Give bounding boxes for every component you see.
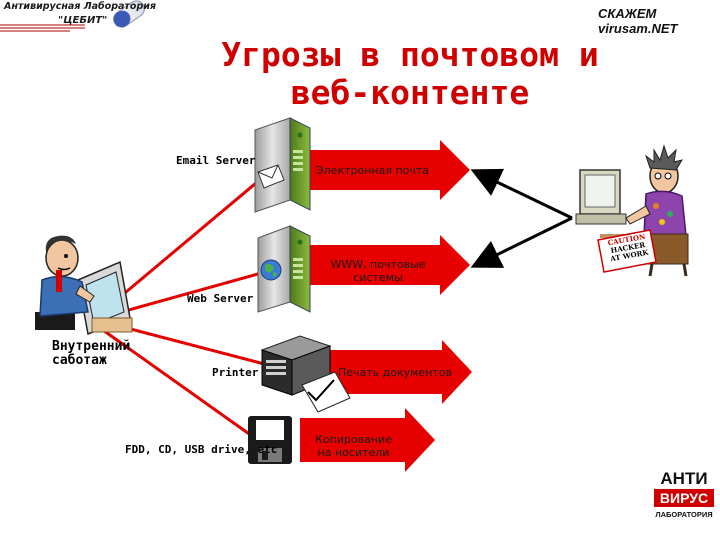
antivirus-logo-bottom: ЛАБОРАТОРИЯ: [655, 510, 713, 519]
copy-arrow-text-line1: Копирование: [315, 433, 392, 446]
hacker-figure: [575, 144, 689, 277]
line-to-removable: [99, 326, 253, 438]
line-hacker-to-email: [470, 168, 573, 220]
globe-icon: [260, 259, 282, 281]
page-title: Угрозы в почтовом и веб-контенте: [150, 36, 670, 112]
title-line2: веб-контенте: [290, 73, 530, 112]
title-line1: Угрозы в почтовом и: [221, 35, 599, 74]
hacker-shirt: [643, 190, 687, 237]
email-arrow-text: Электронная почта: [315, 164, 430, 177]
paper-sheet: [301, 371, 351, 413]
printer-icon: [260, 335, 351, 413]
email-server-label: Email Server: [176, 154, 256, 167]
brand-text: СКАЖЕМ virusam.NET: [598, 6, 678, 36]
antivirus-logo-middle: ВИРУС: [654, 489, 714, 507]
red-arrow-print: [320, 340, 472, 404]
insider-label: Внутренний саботаж: [52, 340, 130, 368]
lab-logo: Антивирусная Лаборатория "ЦЕБИТ": [0, 0, 156, 38]
www-arrow-text-line2: системы: [353, 271, 403, 284]
insider-label-line2: саботаж: [52, 353, 107, 368]
red-arrow-www: [305, 235, 470, 295]
hacker-connections: [470, 168, 573, 268]
insider-shirt: [39, 275, 89, 317]
email-server-icon: [254, 117, 311, 213]
print-arrow-text: Печать документов: [337, 366, 453, 379]
line-hacker-to-www: [470, 216, 573, 268]
caution-sign: [597, 229, 657, 273]
www-arrow-text: WWW, почтовые системы: [318, 258, 438, 284]
envelope-icon: [257, 164, 285, 189]
printer-label: Printer: [212, 366, 259, 379]
copy-arrow-text-line2: на носители: [317, 446, 390, 459]
insider-label-line1: Внутренний: [52, 339, 131, 354]
antivirus-logo: АНТИ ВИРУС ЛАБОРАТОРИЯ: [648, 470, 720, 526]
floppy-disk-icon: [248, 416, 292, 464]
www-arrow-text-line1: WWW, почтовые: [330, 258, 426, 271]
removable-media-label: FDD, CD, USB drive, etc: [125, 443, 278, 456]
lab-logo-graphic: [0, 0, 150, 36]
capsule-icon: [113, 0, 145, 28]
red-arrow-email: [298, 140, 470, 200]
antivirus-logo-top: АНТИ: [660, 469, 708, 488]
insider-figure: [35, 235, 133, 336]
red-arrow-copy: [300, 408, 435, 472]
insider-tie: [56, 270, 62, 292]
web-server-icon: [257, 225, 311, 313]
lab-name-line2: "ЦЕБИТ": [58, 15, 108, 26]
lab-name-line1: Антивирусная Лаборатория: [4, 1, 157, 12]
copy-arrow-text: Копирование на носители: [306, 433, 401, 459]
web-server-label: Web Server: [187, 292, 254, 305]
